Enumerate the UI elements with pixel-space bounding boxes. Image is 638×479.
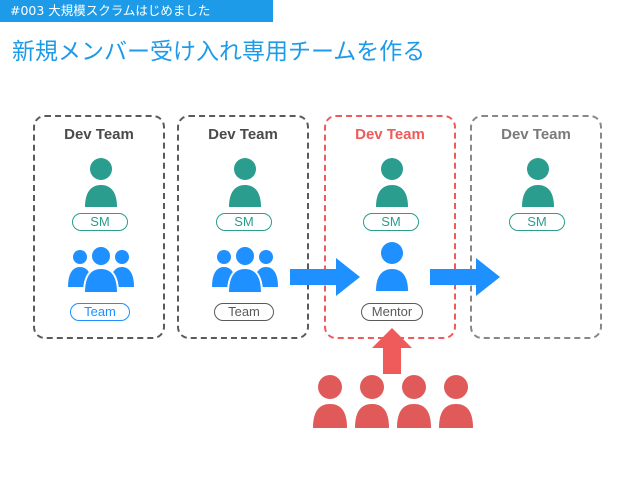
arrow-up-icon	[372, 328, 412, 374]
team-title: Dev Team	[208, 126, 278, 143]
team-title: Dev Team	[64, 126, 134, 143]
series-tag: #003 大規模スクラムはじめました	[0, 0, 273, 22]
sm-label: SM	[509, 213, 565, 231]
sm-label: SM	[216, 213, 272, 231]
arrow-right-icon	[290, 258, 360, 296]
page-title: 新規メンバー受け入れ専用チームを作る	[12, 39, 426, 65]
team-title: Dev Team	[501, 126, 571, 143]
dev-team-box-2: Dev Team SM Team	[177, 115, 309, 339]
arrow-right-icon	[430, 258, 500, 296]
person-icon	[313, 375, 347, 428]
person-icon	[522, 158, 554, 207]
person-icon	[85, 158, 117, 207]
team-label: Team	[214, 303, 274, 321]
person-icon	[376, 242, 408, 291]
team-label: Team	[70, 303, 130, 321]
group-icon	[68, 245, 134, 294]
mentor-label: Mentor	[361, 303, 423, 321]
person-icon	[229, 158, 261, 207]
dev-team-box-new: Dev Team SM	[470, 115, 602, 339]
sm-label: SM	[72, 213, 128, 231]
person-icon	[439, 375, 473, 428]
group-icon	[212, 245, 278, 294]
person-icon	[376, 158, 408, 207]
team-title: Dev Team	[355, 126, 425, 143]
sm-label: SM	[363, 213, 419, 231]
dev-team-box-1: Dev Team SM Team	[33, 115, 165, 339]
person-icon	[355, 375, 389, 428]
dev-team-box-onboarding: Dev Team SM Mentor	[324, 115, 456, 339]
person-icon	[397, 375, 431, 428]
